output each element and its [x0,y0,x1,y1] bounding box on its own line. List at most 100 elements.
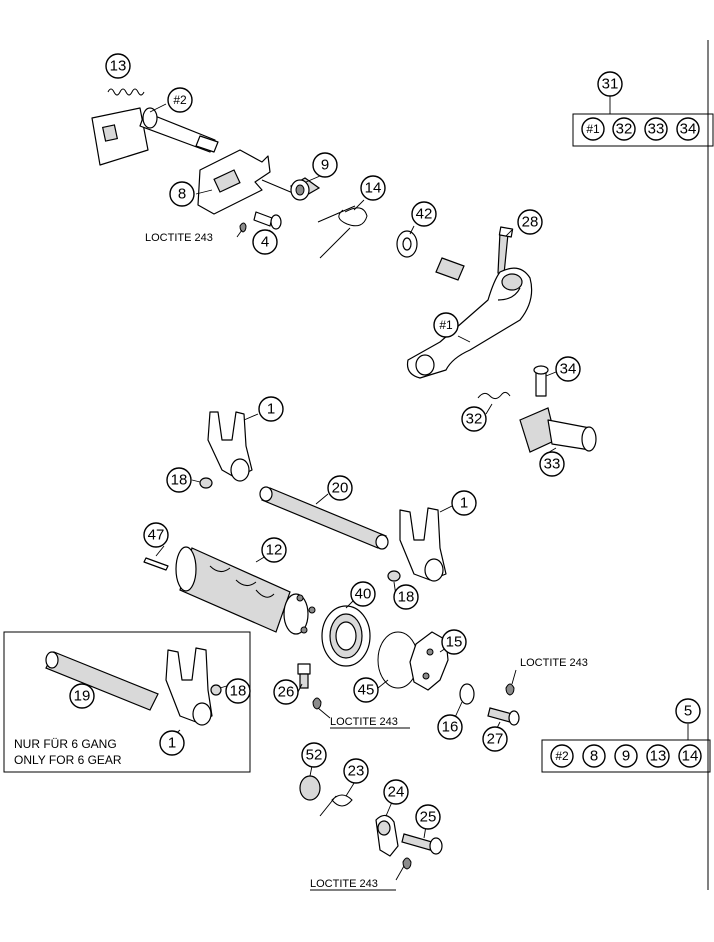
inset-parts-drawing [45,647,222,726]
callout[interactable]: 14 [360,175,386,201]
callout-label: 34 [560,361,577,378]
callout[interactable]: 27 [482,726,508,752]
callout[interactable]: 16 [437,714,463,740]
callout[interactable]: 47 [143,522,169,548]
callout[interactable]: 1 [258,396,284,422]
callout[interactable]: 15 [441,629,467,655]
callout[interactable]: 20 [327,475,353,501]
callout[interactable]: 33 [539,451,565,477]
callout[interactable]: 12 [261,537,287,563]
kit-item[interactable]: 8 [582,744,606,768]
kit-label-text: 31 [602,76,619,93]
kit-item[interactable]: 34 [676,117,700,141]
callout[interactable]: 40 [350,581,376,607]
loctite-drop-right-drawing [505,683,515,696]
kit-item[interactable]: 13 [646,744,670,768]
shift-fork-right-drawing [387,507,447,582]
callout-label: #1 [439,318,453,332]
callout-label: 19 [74,688,91,705]
clamp-33-drawing [519,407,597,453]
callout-label: 12 [266,542,283,559]
callout-label: 40 [355,586,372,603]
rail-20-drawing [259,486,389,550]
callout-label: 45 [358,682,375,699]
lower-parts-drawing [299,775,443,870]
callout-label: 32 [466,411,483,428]
kit-label[interactable]: 31 [597,71,623,97]
kit-item-label: 8 [590,748,598,765]
callout-label: 15 [446,634,463,651]
callout[interactable]: 1 [451,490,477,516]
callout[interactable]: #2 [167,87,193,113]
kit-item[interactable]: #2 [550,744,574,768]
callout-label: 1 [168,735,176,752]
pin-34-drawing [533,365,549,397]
kit-item-label: #1 [586,122,600,136]
kit-item-label: 9 [622,748,630,765]
callout[interactable]: 18 [393,584,419,610]
callout-label: 33 [544,456,561,473]
callout-label: 18 [171,472,188,489]
callout[interactable]: 34 [555,356,581,382]
callout-label: 13 [110,58,127,75]
callout[interactable]: 26 [273,679,299,705]
callout-label: 8 [178,186,186,203]
callout[interactable]: #1 [433,312,459,338]
kit-item[interactable]: 14 [678,744,702,768]
kit-item-label: 33 [648,121,665,138]
callout[interactable]: 28 [517,209,543,235]
callout-label: 26 [278,684,295,701]
kit-item[interactable]: 32 [612,117,636,141]
callout[interactable]: 1 [159,730,185,756]
shift-drum-drawing [175,546,316,635]
callout-label: 1 [267,401,275,418]
screw-26-drawing [297,663,322,710]
callout-label: 23 [348,763,365,780]
kit-item[interactable]: #1 [581,117,605,141]
spring-32-drawing [477,391,511,400]
callout[interactable]: 32 [461,406,487,432]
kit-item-label: 34 [680,121,697,138]
callout-label: 20 [332,480,349,497]
shift-star-drawing [409,631,449,691]
callout-label: 16 [442,719,459,736]
callout-label: 27 [487,731,504,748]
callout[interactable]: 52 [301,742,327,768]
callout-label: 47 [148,527,165,544]
bolt-27-drawing [487,707,520,726]
kit-31-group: 31 #1 32 33 34 [572,71,714,147]
callout-label: 1 [460,495,468,512]
kit-label[interactable]: 5 [675,698,701,724]
callout[interactable]: 13 [105,53,131,79]
kit-item[interactable]: 9 [614,744,638,768]
six-gear-inset: NUR FÜR 6 GANG ONLY FOR 6 GEAR [3,631,251,773]
loctite-note: LOCTITE 243 [145,232,213,244]
callout[interactable]: 18 [225,678,251,704]
callout[interactable]: 25 [415,804,441,830]
callout[interactable]: 24 [383,779,409,805]
callout[interactable]: 42 [411,201,437,227]
inset-caption-de: NUR FÜR 6 GANG [14,737,117,751]
callout-label: 52 [306,747,323,764]
callout-label: 18 [230,683,247,700]
bushing-9-drawing [289,177,321,201]
loctite-note: LOCTITE 243 [310,878,378,890]
bolt-4-drawing [239,211,282,233]
callout[interactable]: 23 [343,758,369,784]
callout[interactable]: 45 [353,677,379,703]
callout[interactable]: 9 [312,152,338,178]
loctite-note: LOCTITE 243 [520,657,588,669]
callout[interactable]: 8 [169,181,195,207]
callout[interactable]: 18 [166,467,192,493]
kit-item-label: 14 [682,748,699,765]
bolt-28-drawing [497,226,514,275]
callout[interactable]: 19 [69,683,95,709]
kit-item-label: #2 [555,749,569,763]
washer-16-drawing [459,683,475,705]
kit-item[interactable]: 33 [644,117,668,141]
callout[interactable]: 4 [252,229,278,255]
callout-label: #2 [173,93,187,107]
washer-42-drawing [396,230,418,258]
bushing-drawing [435,257,465,281]
shift-shaft-drawing [91,107,219,166]
